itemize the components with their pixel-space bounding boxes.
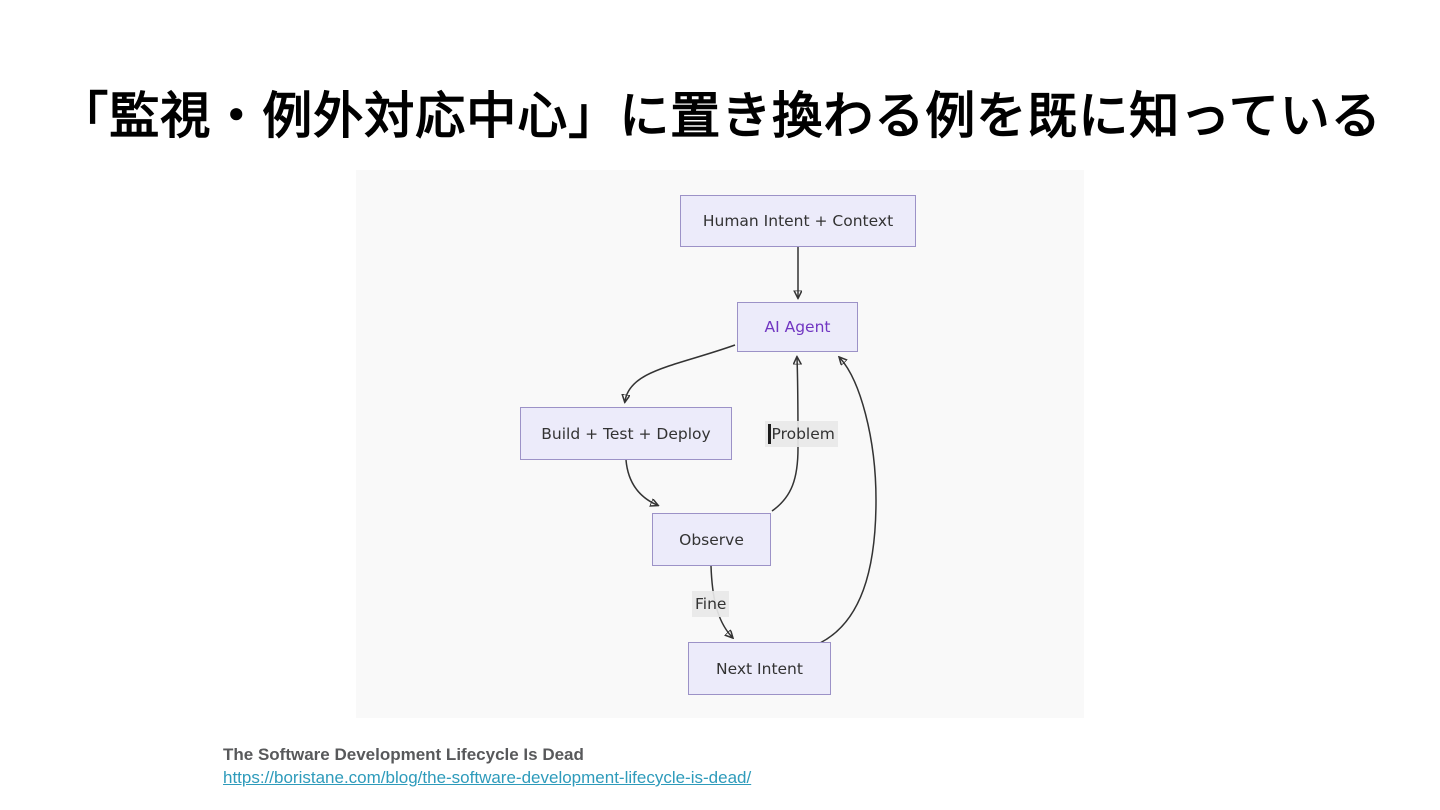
edge-label-text: Problem bbox=[771, 425, 835, 443]
edge-build-to-observe bbox=[625, 459, 657, 505]
node-label: Next Intent bbox=[716, 659, 803, 678]
edge-observe-to-agent-problem bbox=[771, 358, 798, 512]
node-ai-agent: AI Agent bbox=[737, 302, 858, 352]
source-link[interactable]: https://boristane.com/blog/the-software-… bbox=[223, 768, 752, 787]
edge-agent-to-build bbox=[625, 344, 736, 401]
page-title: 「監視・例外対応中心」に置き換わる例を既に知っている bbox=[58, 87, 1382, 145]
node-label: Build + Test + Deploy bbox=[541, 424, 711, 443]
node-next-intent: Next Intent bbox=[688, 642, 831, 695]
node-label: AI Agent bbox=[764, 318, 831, 336]
node-label: Observe bbox=[679, 530, 744, 549]
node-label: Human Intent + Context bbox=[702, 212, 894, 230]
text-cursor bbox=[768, 424, 771, 444]
flowchart-panel: Human Intent + Context AI Agent Build + … bbox=[356, 170, 1084, 718]
edge-label-fine: Fine bbox=[692, 591, 730, 617]
node-human-intent-context: Human Intent + Context bbox=[680, 195, 916, 247]
node-observe: Observe bbox=[652, 513, 771, 566]
source-citation: The Software Development Lifecycle Is De… bbox=[223, 744, 751, 789]
edge-label-problem: Problem bbox=[765, 421, 838, 447]
edge-label-text: Fine bbox=[695, 595, 727, 613]
node-build-test-deploy: Build + Test + Deploy bbox=[520, 407, 732, 460]
source-title: The Software Development Lifecycle Is De… bbox=[223, 745, 584, 764]
edge-next-to-agent bbox=[819, 358, 877, 644]
